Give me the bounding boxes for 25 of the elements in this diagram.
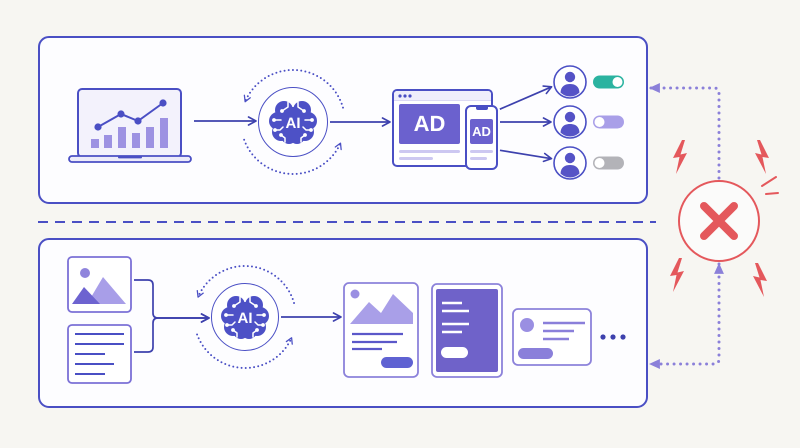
arrow bbox=[500, 85, 552, 110]
ai-label: AI bbox=[238, 310, 252, 326]
rounded-panel bbox=[38, 238, 648, 408]
arrow bbox=[330, 117, 391, 127]
ad-banner: AD bbox=[399, 104, 460, 144]
laptop-chart-drawing bbox=[68, 88, 192, 163]
user-avatar-icon bbox=[553, 105, 587, 139]
rounded-panel bbox=[38, 36, 648, 204]
image-card-drawing bbox=[67, 256, 132, 313]
arrow bbox=[281, 312, 342, 322]
dotted-arrow bbox=[648, 262, 724, 369]
user-avatar-icon bbox=[553, 146, 587, 180]
image-post-card-drawing bbox=[343, 282, 419, 378]
elbow-arrow bbox=[134, 313, 210, 353]
dotted-arrow bbox=[648, 83, 720, 180]
user-avatar-icon bbox=[553, 65, 587, 99]
ai-label: AI bbox=[286, 116, 300, 130]
banner-card-drawing bbox=[431, 283, 503, 378]
smartphone bbox=[465, 105, 498, 170]
ad-banner: AD bbox=[470, 119, 493, 144]
arrow bbox=[194, 116, 257, 126]
profile-card-drawing bbox=[512, 308, 592, 366]
arrow bbox=[500, 149, 552, 162]
arrow bbox=[500, 117, 552, 127]
text-card-drawing bbox=[67, 324, 132, 384]
